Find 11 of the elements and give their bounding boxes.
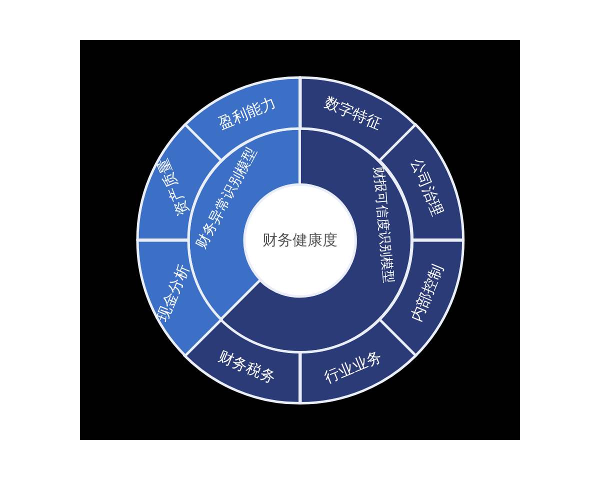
segment-label: 财报可信度识别模型 <box>370 166 396 284</box>
segment-label: 财务税务 <box>216 347 279 387</box>
segment-label: 财务健康度 <box>262 231 338 249</box>
segment-label: 财务异常识别模型 <box>194 144 261 252</box>
segment-label: 行业业务 <box>321 347 384 387</box>
segment-label: 资产质量 <box>153 156 193 219</box>
segment-label: 公司治理 <box>407 156 447 219</box>
segment-label: 数字特征 <box>321 93 384 133</box>
segment-label: 内部控制 <box>407 261 447 324</box>
segment-label: 盈利能力 <box>216 93 279 133</box>
segment-label: 现金分析 <box>153 261 193 324</box>
